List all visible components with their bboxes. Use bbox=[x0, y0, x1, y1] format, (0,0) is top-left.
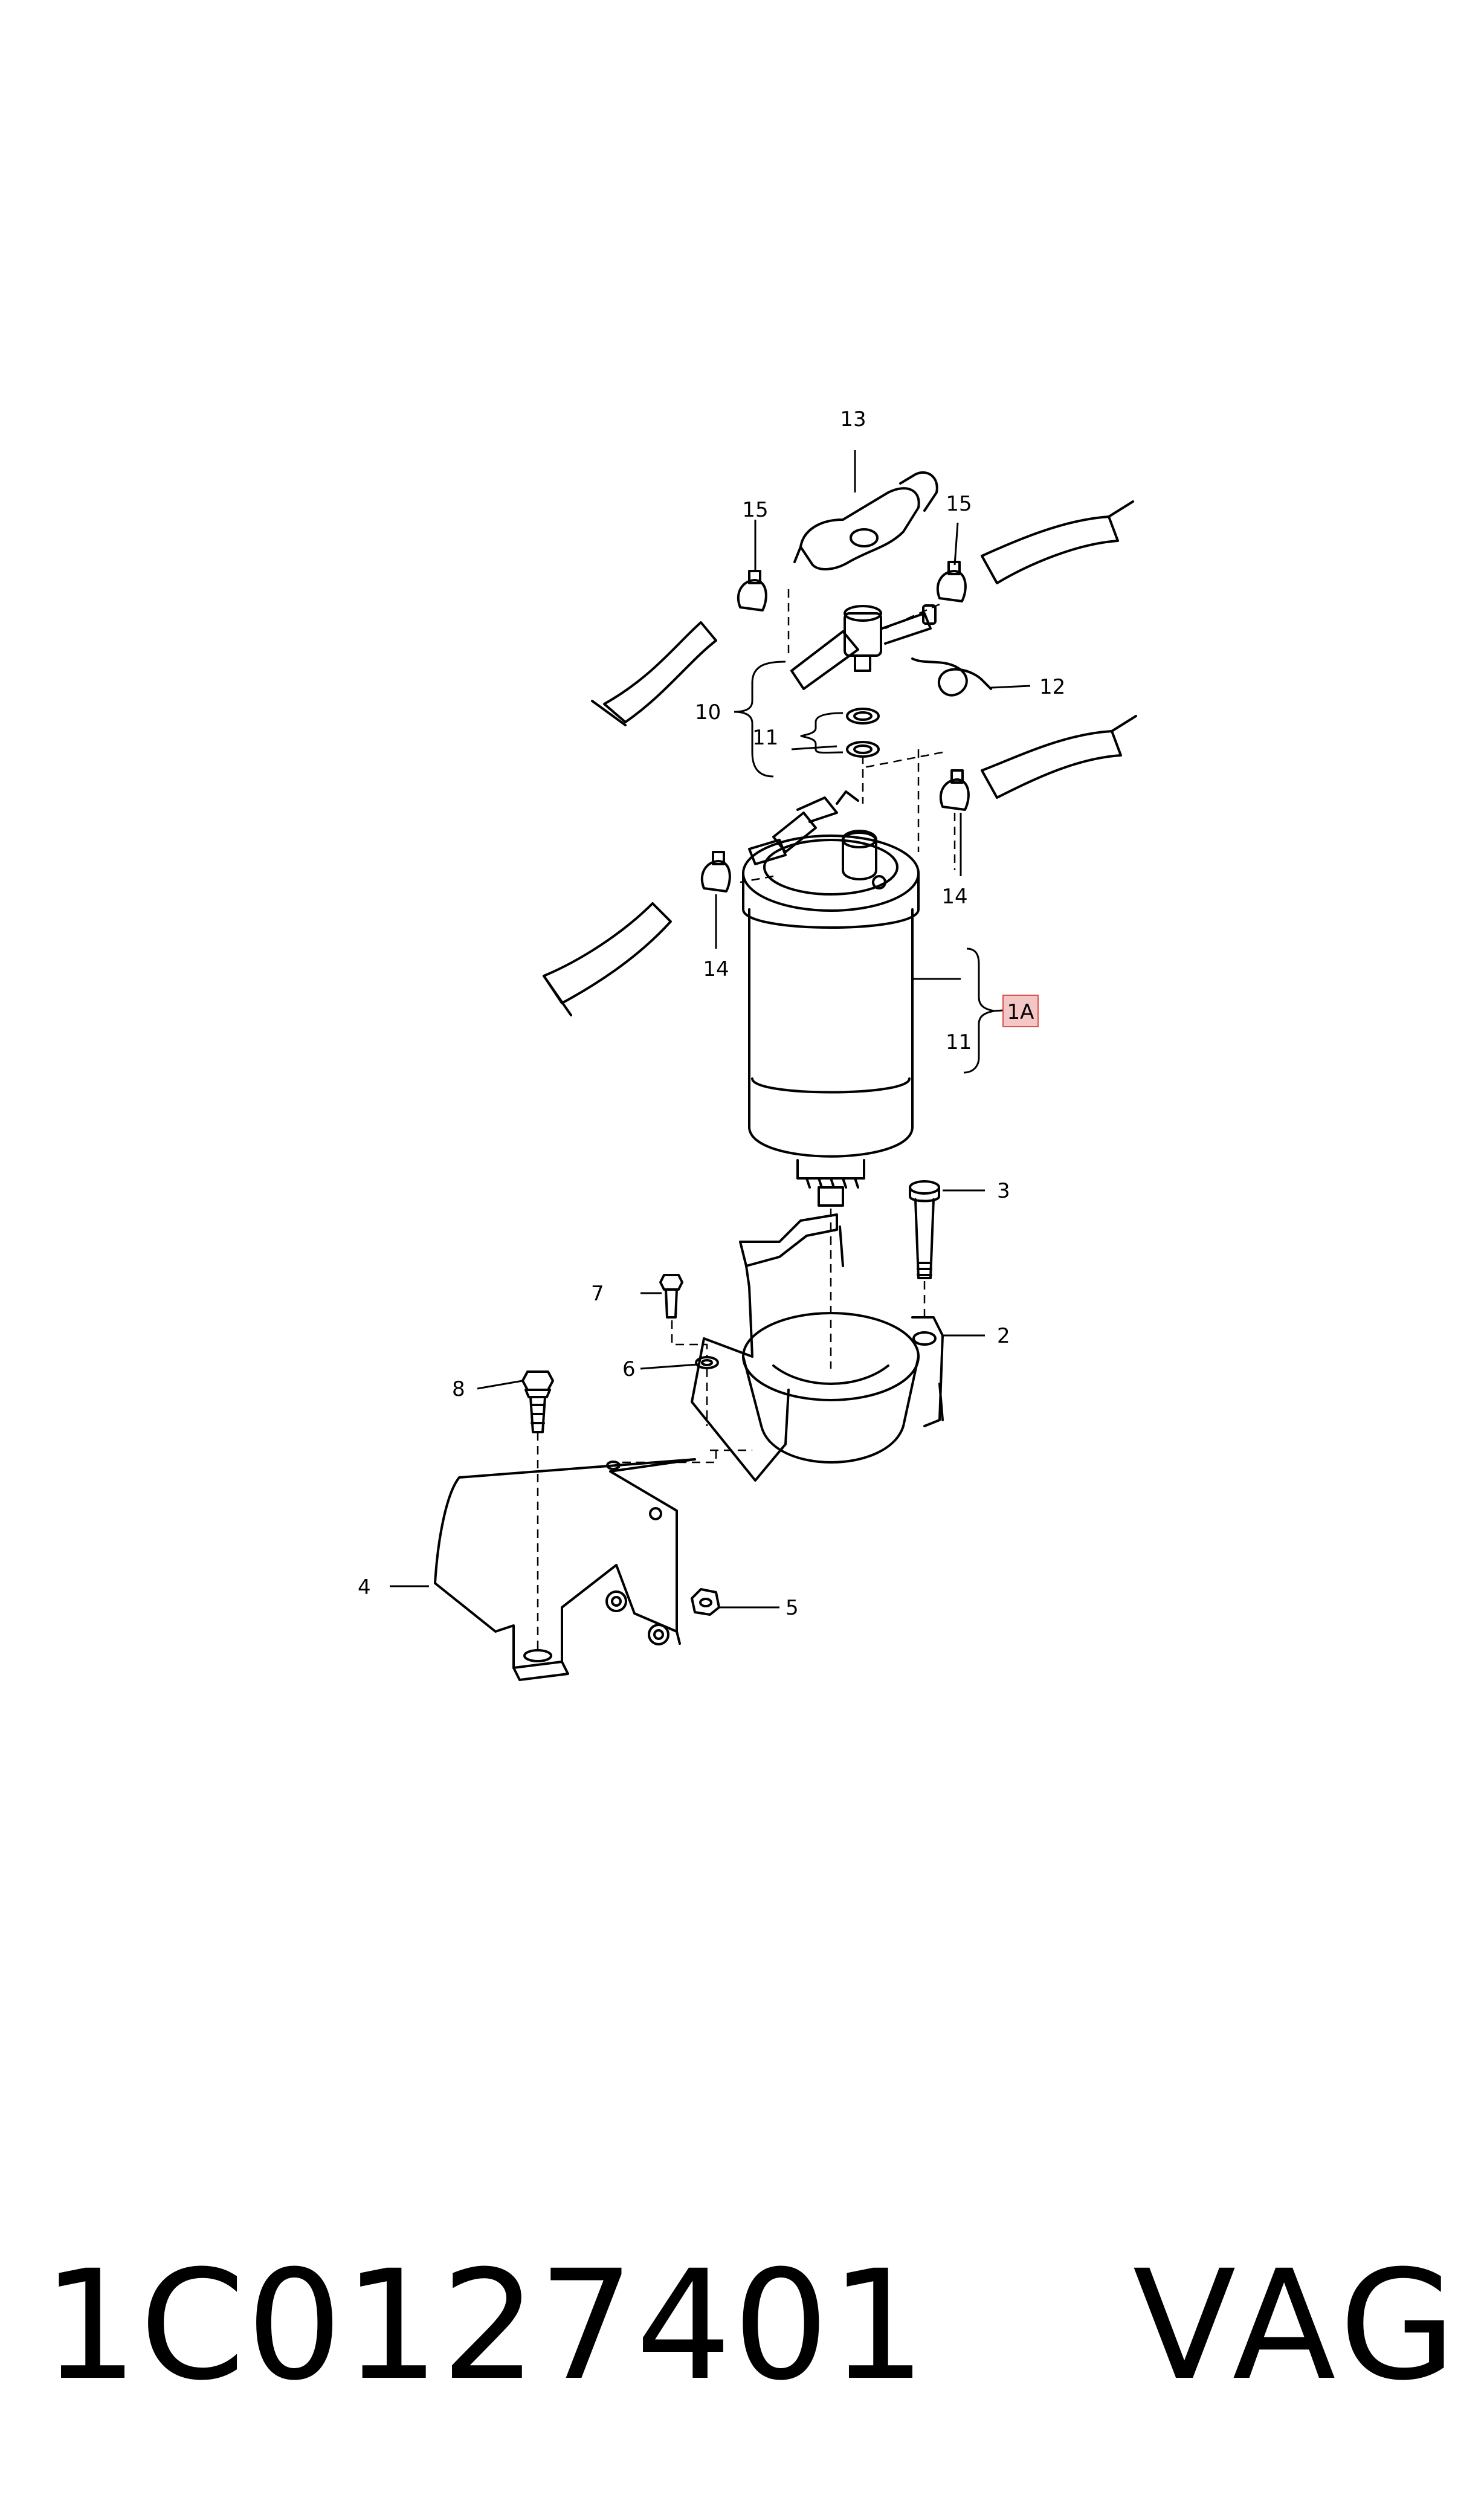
retaining-clip-12 bbox=[911, 657, 992, 697]
callout-15-right: 15 bbox=[946, 492, 972, 516]
callout-11-upper: 11 bbox=[752, 726, 778, 750]
callout-15-left: 15 bbox=[742, 498, 768, 522]
callout-13: 13 bbox=[840, 407, 866, 431]
brand-name: VAG bbox=[1133, 2238, 1462, 2413]
sealing-rings-11 bbox=[846, 708, 880, 758]
callout-1a: 1A bbox=[1007, 1000, 1034, 1024]
bolt-3 bbox=[909, 1180, 940, 1279]
hose-clamp-14-left bbox=[700, 851, 731, 893]
callout-3: 3 bbox=[997, 1179, 1010, 1203]
mounting-bracket-4 bbox=[434, 1458, 696, 1681]
filter-bracket-2 bbox=[691, 1213, 944, 1482]
callout-7: 7 bbox=[591, 1282, 604, 1306]
callout-6: 6 bbox=[622, 1357, 636, 1381]
callout-14-left: 14 bbox=[703, 957, 729, 981]
callout-2: 2 bbox=[997, 1324, 1010, 1348]
fuel-line-connector-13 bbox=[793, 471, 938, 570]
bolt-8 bbox=[521, 1370, 554, 1433]
t-piece-10 bbox=[790, 604, 937, 690]
nut-5 bbox=[691, 1588, 720, 1616]
callout-5: 5 bbox=[786, 1596, 799, 1620]
fuel-filter-1a bbox=[742, 790, 920, 1207]
fuel-hose-mid-right bbox=[981, 715, 1137, 799]
callout-11-lower: 11 bbox=[946, 1030, 972, 1054]
callout-12: 12 bbox=[1039, 675, 1065, 699]
callout-labels: 13 15 15 12 10 11 14 14 1A 11 3 7 2 6 8 … bbox=[358, 407, 1065, 1620]
washer-6 bbox=[695, 1356, 719, 1369]
hose-clamp-15-left bbox=[737, 570, 767, 612]
callout-10: 10 bbox=[695, 700, 721, 725]
hose-clamp-14-right bbox=[939, 769, 970, 811]
bolt-7 bbox=[659, 1274, 683, 1319]
part-number: 1C0127401 bbox=[42, 2238, 928, 2413]
callout-1a-highlight bbox=[1002, 995, 1039, 1027]
callout-4: 4 bbox=[358, 1575, 371, 1600]
assembly-guide-lines bbox=[537, 589, 956, 1653]
callout-14-right: 14 bbox=[941, 885, 967, 909]
fuel-hose-top-left bbox=[591, 621, 717, 726]
fuel-hose-lower-left bbox=[543, 902, 672, 1016]
callout-8: 8 bbox=[452, 1377, 465, 1401]
hose-clamp-15-right bbox=[936, 561, 967, 602]
fuel-hose-top-right bbox=[981, 500, 1134, 584]
